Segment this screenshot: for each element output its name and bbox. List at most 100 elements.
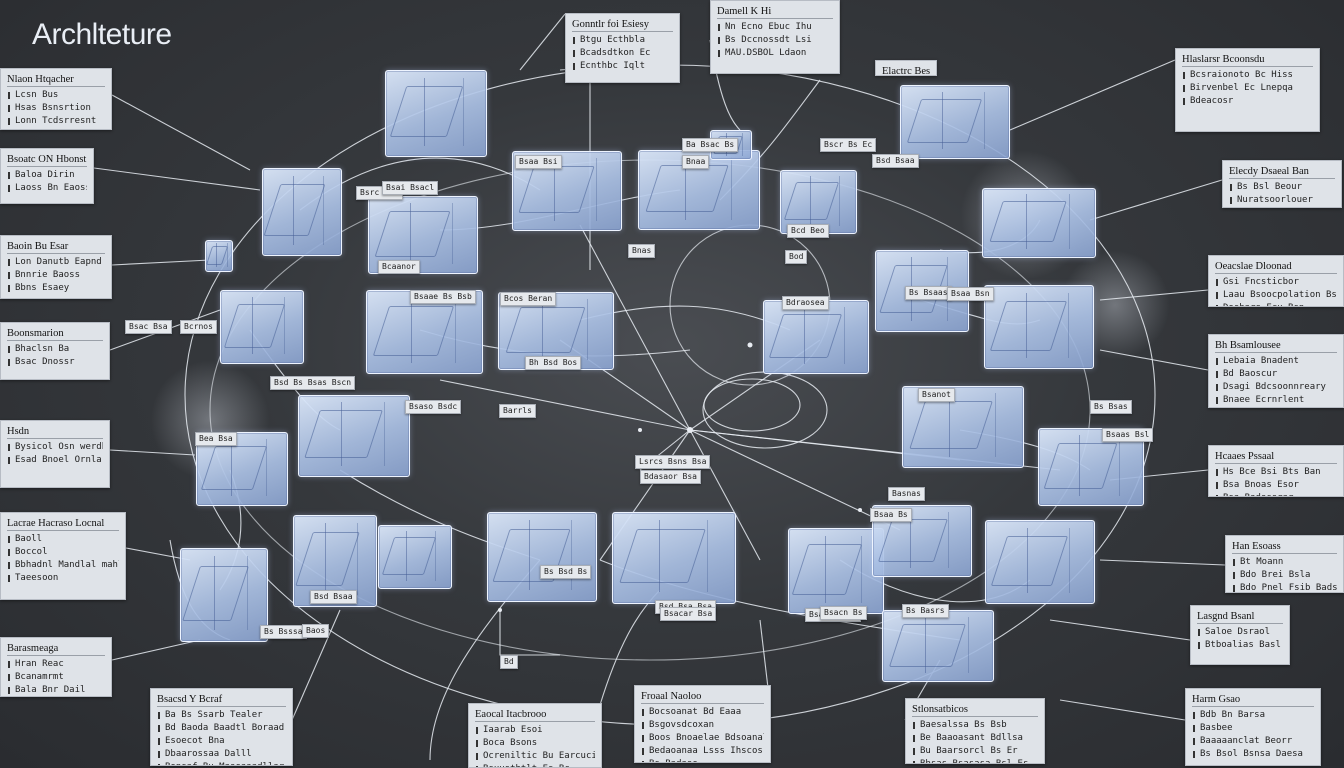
- card-title: Bh Bsamlousee: [1215, 339, 1337, 353]
- card-title: Elecdy Dsaeal Ban: [1229, 165, 1335, 179]
- callout-tag: Bs Bsaas: [905, 286, 952, 300]
- callout-tag: Bsd Bs Bsas Bscn: [270, 376, 356, 390]
- card-line: Laau Bsoocpolation Bs: [1215, 289, 1337, 302]
- card-title: Eaocal Itacbrooo: [475, 708, 595, 722]
- callout-tag: Bcos Beran: [500, 292, 557, 306]
- callout-tag: Bea Bsa: [195, 432, 237, 446]
- callout-tag: Bsai Bsacl: [382, 181, 439, 195]
- card-line: Baoll: [7, 533, 119, 546]
- card-line: Bbhadnl Mandlal mahles: [7, 559, 119, 572]
- card-line: Dosbare Ecu Bsn: [1215, 302, 1337, 306]
- card-title: Baoin Bu Esar: [7, 240, 105, 254]
- building-module: [788, 528, 884, 614]
- callout-tag: Bnaa: [682, 155, 710, 169]
- callout-tag: Bscr Bs Ec: [820, 138, 877, 152]
- callout-tag: Bsanot: [918, 388, 955, 402]
- card-line: Bsa Badesorar: [1215, 492, 1337, 496]
- callout-tag: Basnas: [888, 487, 925, 501]
- card-title: Hcaaes Pssaal: [1215, 450, 1337, 464]
- card-line: Esoecot Bna: [157, 735, 286, 748]
- card-line: Lcsn Bus: [7, 89, 105, 102]
- card-line: Be Baaoasant Bdllsa: [912, 732, 1038, 745]
- card-title: Barasmeaga: [7, 642, 105, 656]
- card-title: Froaal Naoloo: [641, 690, 764, 704]
- building-module: [902, 386, 1024, 468]
- card-line: Btgu Ecthbla: [572, 34, 673, 47]
- card-line: Esad Bnoel Ornlar ECR: [7, 454, 103, 467]
- building-module: [984, 285, 1094, 369]
- callout-tag: Bd: [500, 655, 518, 669]
- card-line: Boca Bsons: [475, 737, 595, 750]
- building-module: [298, 395, 410, 477]
- card-line: Bedaoanaa Lsss Ihscos: [641, 745, 764, 758]
- card-line: Bs Badaoo: [641, 758, 764, 762]
- card-line: Taeesoon: [7, 572, 119, 585]
- card-line: Bysicol Osn werdhsta: [7, 441, 103, 454]
- callout-tag: Bcd Beo: [787, 224, 829, 238]
- callout-tag: Lsrcs Bsns Bsa: [635, 455, 711, 469]
- callout-tag: Bh Bsd Bos: [525, 356, 582, 370]
- card-line: Bbns Esaey: [7, 282, 105, 295]
- card-line: Bsgovsdcoxan: [641, 719, 764, 732]
- callout-tag: Bsaso Bsdc: [405, 400, 462, 414]
- card-line: Laoss Bn Eaoss: [7, 182, 87, 195]
- card-line: Lebaia Bnadent: [1215, 355, 1337, 368]
- building-module: [900, 85, 1010, 159]
- card-title: Boonsmarion: [7, 327, 103, 341]
- card-line: Bala Bnr Dail: [7, 684, 105, 696]
- card-line: Hsas Bsnsrtion: [7, 102, 105, 115]
- card-title: Bsoatc ON Hbonst: [7, 154, 87, 167]
- building-module: [385, 70, 487, 157]
- card-line: Hs Bce Bsi Bts Ban: [1215, 466, 1337, 479]
- card-line: Ocreniltic Bu Earcuci: [475, 750, 595, 763]
- card-line: Nuratsoorlouer: [1229, 194, 1335, 207]
- card-line: Baesalssa Bs Bsb: [912, 719, 1038, 732]
- card-title: Stlonsatbicos: [912, 703, 1038, 717]
- building-module: [378, 525, 452, 589]
- card-line: Birvenbel Ec Lnepqa: [1182, 82, 1313, 95]
- callout-tag: Barrls: [499, 404, 536, 418]
- card-title: Damell K Hi: [717, 5, 833, 19]
- callout-tag: Bsaa Bsn: [947, 287, 994, 301]
- card-line: Bd Baoda Baadtl Boraad: [157, 722, 286, 735]
- callout-tag: Ba Bsac Bs: [682, 138, 739, 152]
- card-line: Bsac Dnossr: [7, 356, 103, 369]
- card-line: Dbaarossaa Dalll: [157, 748, 286, 761]
- card-line: Bs Bsl Beour: [1229, 181, 1335, 194]
- card-line: Ba Bs Ssarb Tealer: [157, 709, 286, 722]
- callout-tag: Bs Bsas: [1090, 400, 1132, 414]
- callout-tag: Bsac Bsa: [125, 320, 172, 334]
- card-title: Bsacsd Y Bcraf: [157, 693, 286, 707]
- callout-tag: Bcaanor: [378, 260, 420, 274]
- building-module: [220, 290, 304, 364]
- card-line: Hran Reac: [7, 658, 105, 671]
- card-line: Nn Ecno Ebuc Ihu: [717, 21, 833, 34]
- card-line: Bt Moann: [1232, 556, 1337, 569]
- building-module: [985, 520, 1095, 604]
- card-title: Lasgnd Bsanl: [1197, 610, 1283, 624]
- card-line: MAU.DSBOL Ldaon: [717, 47, 833, 60]
- card-title: Hlaslarsr Bcoonsdu: [1182, 53, 1313, 67]
- card-line: Bdo Brei Bsla: [1232, 569, 1337, 582]
- card-line: Bs Dccnossdt Lsi: [717, 34, 833, 47]
- callout-tag: Bsacn Bs: [820, 606, 867, 620]
- building-module: [293, 515, 377, 607]
- card-line: Bs Bsol Bsnsa Daesa: [1192, 748, 1314, 761]
- card-title: Han Esoass: [1232, 540, 1337, 554]
- card-line: Bcadsdtkon Ec: [572, 47, 673, 60]
- card-line: Bdb Bn Barsa: [1192, 709, 1314, 722]
- card-title: Elactrc Besacsnta: [882, 65, 930, 75]
- callout-tag: Bsaae Bs Bsb: [410, 290, 476, 304]
- card-line: Baaaaanclat Beorr: [1192, 735, 1314, 748]
- center-loop-inner: [703, 378, 801, 432]
